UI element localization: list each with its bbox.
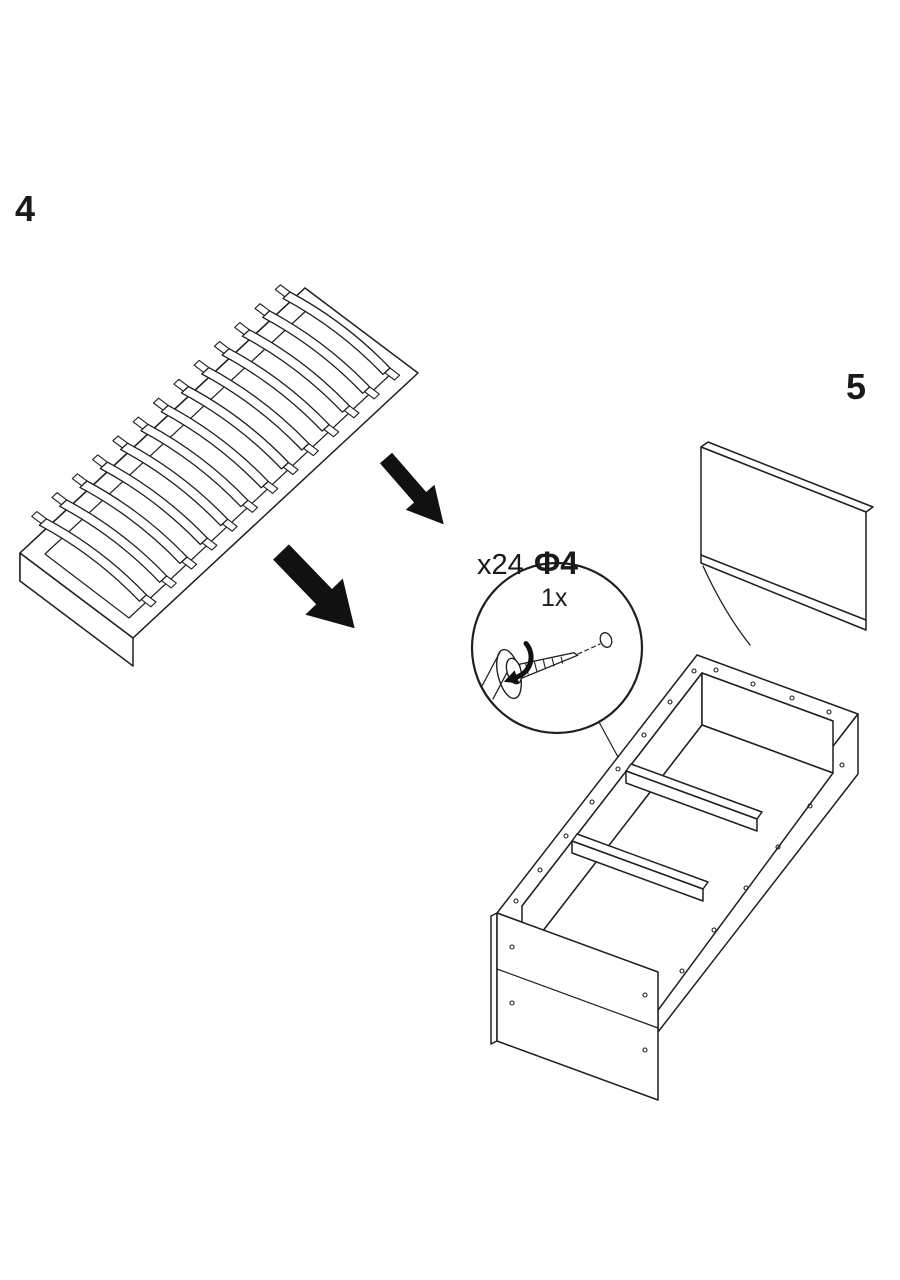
base-top-face <box>19 287 419 639</box>
footboard-seam <box>496 968 659 1029</box>
magnifier-circle <box>470 561 644 735</box>
screw-diameter-label: Φ4 <box>534 545 579 581</box>
arrow-icon <box>273 544 355 629</box>
crossbar-support <box>571 833 709 902</box>
screw-detail-callout <box>470 561 644 758</box>
screw-count-label: 1x <box>541 584 568 612</box>
headboard <box>700 441 874 646</box>
screw-holes <box>509 667 845 1053</box>
step-5-label: 5 <box>846 366 867 407</box>
rotation-arrow-icon <box>503 641 534 684</box>
footboard-panel <box>496 912 659 1101</box>
pilot-hole <box>599 632 613 648</box>
screw-quantity-label: x24 <box>477 549 524 581</box>
footboard-left-edge <box>490 912 498 1045</box>
screw-path-dashed-line <box>577 643 601 655</box>
bed-frame-illustration <box>490 441 874 1101</box>
headboard-cutout-curve <box>702 565 751 646</box>
crossbar-support <box>625 763 763 832</box>
callout-leader-to-frame <box>598 721 619 758</box>
assembly-arrows <box>273 452 444 629</box>
step-4-label: 4 <box>15 188 36 229</box>
footboard <box>490 912 659 1101</box>
headboard-bottom-edge <box>700 554 867 631</box>
slatted-bed-base-illustration <box>19 284 419 667</box>
arrow-icon <box>379 452 444 525</box>
